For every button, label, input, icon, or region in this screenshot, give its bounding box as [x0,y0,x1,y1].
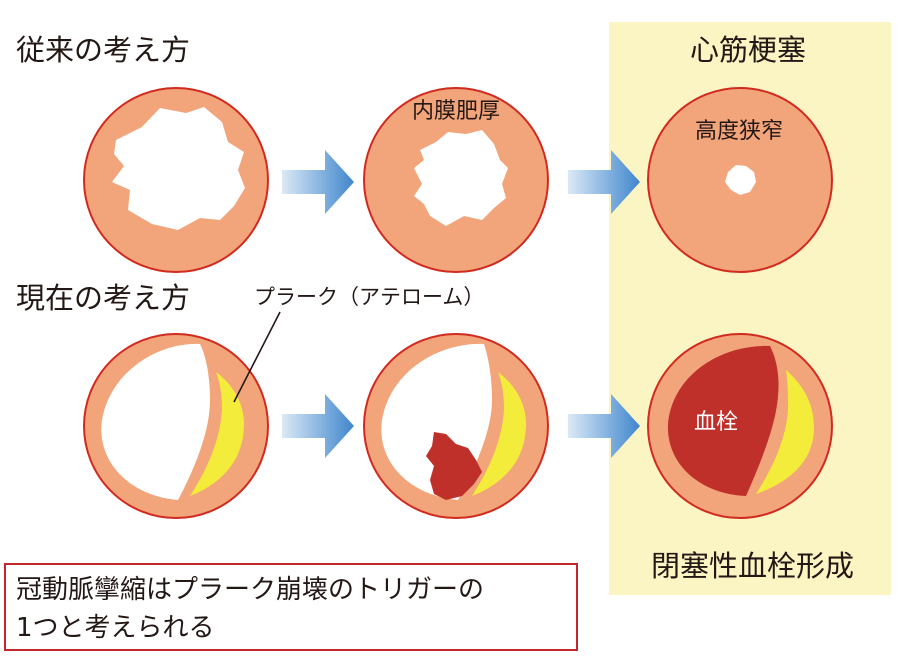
label-thrombus: 血栓 [694,410,739,435]
note-line-2: 1つと考えられる [16,613,215,643]
note-box: 冠動脈攣縮はプラーク崩壊のトリガーの 1つと考えられる [4,563,578,651]
lumen-wide [112,107,245,230]
plaque-yellow [190,372,244,496]
plaque-leader-line [233,311,281,403]
vessel-plaque [83,333,269,519]
thrombus-small [426,432,482,500]
vessel-severe-stenosis [647,87,833,273]
label-old-view: 従来の考え方 [16,33,191,67]
plaque-yellow-ruptured [472,372,526,496]
vessel-normal [83,87,269,273]
arrow-row1-2 [568,150,640,214]
label-plaque-atheroma: プラーク（アテローム） [254,285,485,309]
arrow-row1-1 [282,150,354,214]
vessel-occlusive-thrombus [647,333,833,519]
lumen-pinpoint [725,165,756,195]
label-severe-stenosis: 高度狭窄 [695,119,784,144]
label-intimal-thickening: 内膜肥厚 [412,99,501,124]
arrow-row2-1 [282,394,354,458]
vessel-plaque-rupture [363,333,549,519]
vessel-intimal-thickening [363,87,549,273]
lumen-narrowed [414,130,508,226]
lumen-eccentric [101,343,210,500]
thrombus-occlusive [667,345,779,496]
plaque-yellow-occluded [756,370,814,494]
label-occlusive-thrombus: 閉塞性血栓形成 [651,549,855,583]
note-line-1: 冠動脈攣縮はプラーク崩壊のトリガーの [16,575,485,605]
label-myocardial-infarction: 心筋梗塞 [690,33,807,67]
label-current-view: 現在の考え方 [16,281,191,315]
arrow-row2-2 [568,394,640,458]
